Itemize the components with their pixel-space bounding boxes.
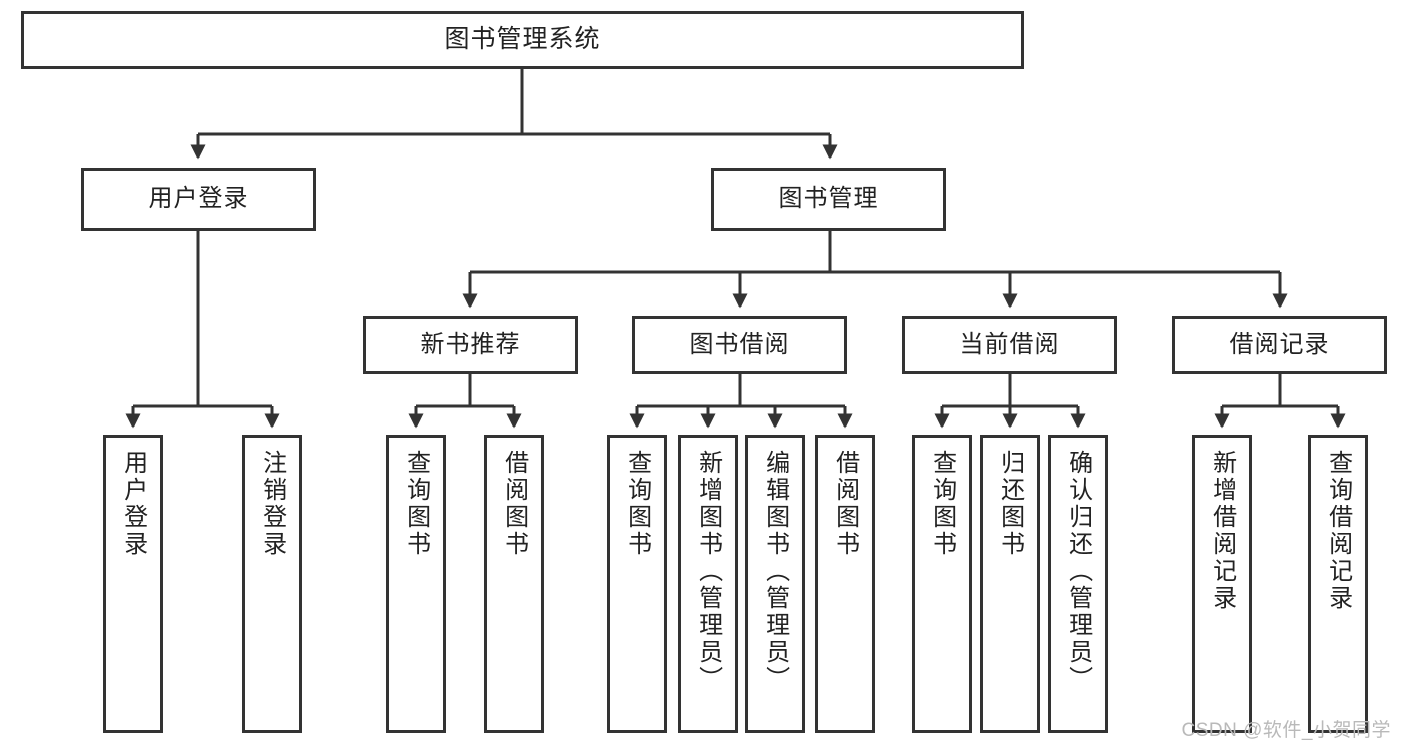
leaf-new-book-borrow-book[interactable]: 借阅图书	[484, 435, 544, 733]
node-label: 查询图书	[402, 450, 430, 558]
leaf-book-borrow-query-book[interactable]: 查询图书	[607, 435, 667, 733]
node-borrow-records[interactable]: 借阅记录	[1172, 316, 1387, 374]
leaf-book-borrow-borrow-book[interactable]: 借阅图书	[815, 435, 875, 733]
node-current-borrow[interactable]: 当前借阅	[902, 316, 1117, 374]
watermark-csdn: CSDN @软件_小贺同学	[1181, 720, 1391, 741]
node-label: 查询借阅记录	[1324, 450, 1352, 612]
leaf-current-borrow-query-book[interactable]: 查询图书	[912, 435, 972, 733]
node-label: 新书推荐	[420, 330, 521, 358]
node-label: 用户登录	[148, 185, 249, 213]
leaf-new-book-query-book[interactable]: 查询图书	[386, 435, 446, 733]
node-label: 用户登录	[119, 450, 147, 558]
leaf-current-borrow-confirm-return-admin[interactable]: 确认归还（管理员）	[1048, 435, 1108, 733]
node-label: 当前借阅	[959, 330, 1060, 358]
node-label: 归还图书	[996, 450, 1024, 558]
node-label: 借阅图书	[500, 450, 528, 558]
leaf-book-borrow-edit-book-admin[interactable]: 编辑图书（管理员）	[745, 435, 805, 733]
leaf-user-login-login[interactable]: 用户登录	[103, 435, 163, 733]
node-label: 新增借阅记录	[1208, 450, 1236, 612]
node-root-book-management-system[interactable]: 图书管理系统	[21, 11, 1024, 69]
node-label: 图书管理	[778, 185, 879, 213]
node-label: 借阅记录	[1229, 330, 1330, 358]
leaf-book-borrow-add-book-admin[interactable]: 新增图书（管理员）	[678, 435, 738, 733]
node-label: 注销登录	[258, 450, 286, 558]
node-label: 编辑图书（管理员）	[761, 450, 789, 693]
node-label: 图书管理系统	[444, 25, 601, 54]
node-label: 确认归还（管理员）	[1064, 450, 1092, 693]
node-book-management[interactable]: 图书管理	[711, 168, 946, 231]
node-label: 借阅图书	[831, 450, 859, 558]
leaf-borrow-records-query-record[interactable]: 查询借阅记录	[1308, 435, 1368, 733]
node-label: 新增图书（管理员）	[694, 450, 722, 693]
node-label: 图书借阅	[689, 330, 790, 358]
node-user-login[interactable]: 用户登录	[81, 168, 316, 231]
leaf-user-login-logout[interactable]: 注销登录	[242, 435, 302, 733]
leaf-borrow-records-add-record[interactable]: 新增借阅记录	[1192, 435, 1252, 733]
leaf-current-borrow-return-book[interactable]: 归还图书	[980, 435, 1040, 733]
node-label: 查询图书	[928, 450, 956, 558]
node-book-borrow[interactable]: 图书借阅	[632, 316, 847, 374]
node-label: 查询图书	[623, 450, 651, 558]
node-new-book-recommend[interactable]: 新书推荐	[363, 316, 578, 374]
